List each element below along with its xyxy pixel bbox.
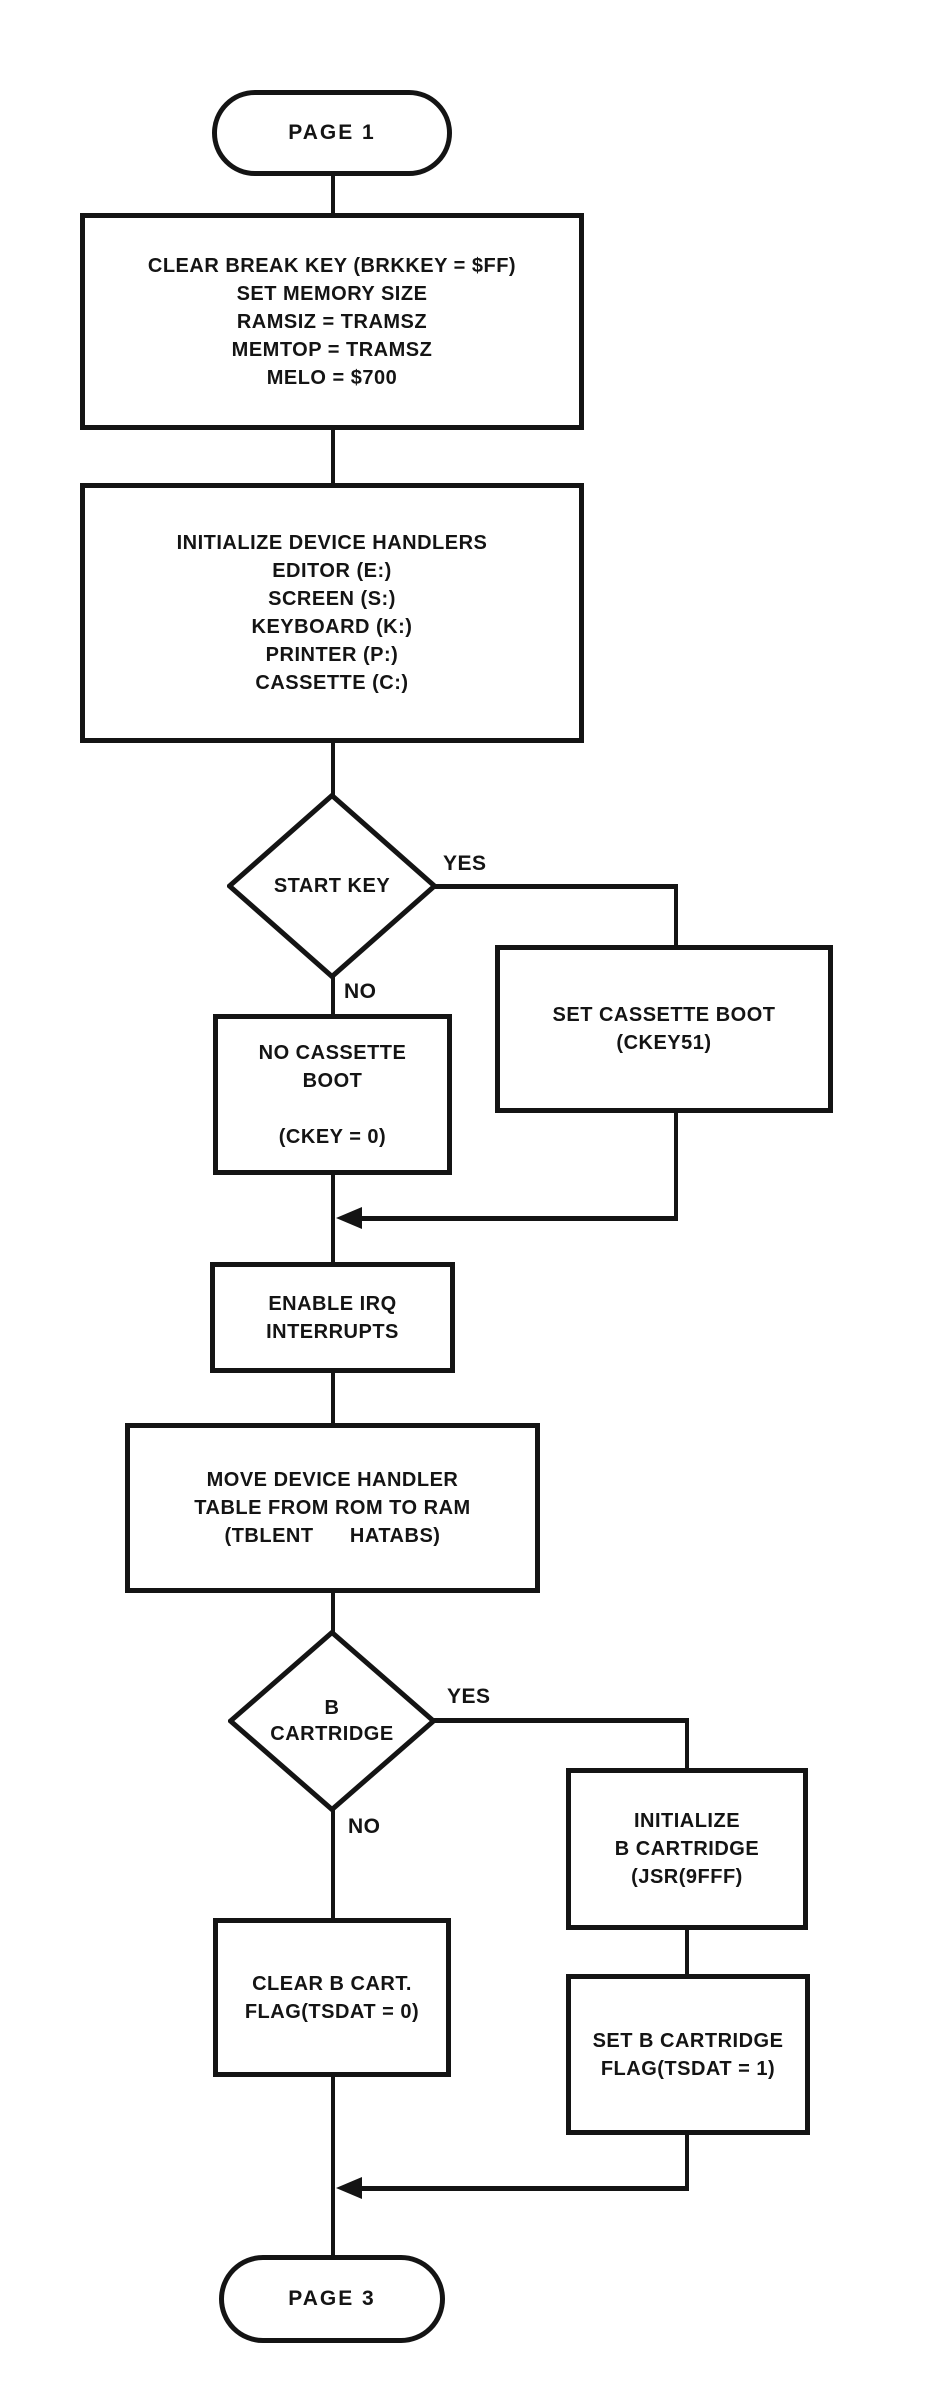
- connector-line-yes-b-cartridge: [685, 1718, 689, 1772]
- process-initialize-device-handlers: INITIALIZE DEVICE HANDLERS EDITOR (E:) S…: [80, 483, 584, 743]
- process-no-cassette-boot: NO CASSETTE BOOT (CKEY = 0): [213, 1014, 452, 1175]
- connector-line: [331, 1805, 335, 1923]
- terminal-page-3: PAGE 3: [219, 2255, 445, 2343]
- connector-line-yes-start-key: [430, 884, 678, 889]
- connector-line-yes-b-cartridge: [430, 1718, 689, 1723]
- process-set-cassette-boot: SET CASSETTE BOOT (CKEY51): [495, 945, 833, 1113]
- connector-line: [331, 2073, 335, 2260]
- connector-line: [331, 1589, 335, 1635]
- connector-line: [331, 972, 335, 1019]
- terminal-page-1: PAGE 1: [212, 90, 452, 176]
- connector-line: [331, 1171, 335, 1267]
- process-initialize-b-cartridge: INITIALIZE B CARTRIDGE (JSR(9FFF): [566, 1768, 808, 1930]
- process-clear-break-key-set-memory: CLEAR BREAK KEY (BRKKEY = $FF) SET MEMOR…: [80, 213, 584, 430]
- process-move-handler-table: MOVE DEVICE HANDLER TABLE FROM ROM TO RA…: [125, 1423, 540, 1593]
- decision-b-cartridge-label: B CARTRIDGE: [270, 1697, 394, 1745]
- decision-b-cartridge: B CARTRIDGE: [228, 1630, 436, 1812]
- decision-start-key-label: START KEY: [273, 875, 391, 897]
- connector-line: [685, 1926, 689, 1978]
- edge-label-no-start-key: NO: [344, 980, 377, 1003]
- decision-diamond-icon: [228, 1630, 436, 1812]
- connector-line-merge-cassette: [674, 1108, 678, 1220]
- connector-line-merge-b-cartridge: [358, 2186, 689, 2191]
- process-set-b-cartridge-flag: SET B CARTRIDGE FLAG(TSDAT = 1): [566, 1974, 810, 2135]
- connector-line-merge-b-cartridge: [685, 2131, 689, 2191]
- connector-line-merge-cassette: [358, 1216, 678, 1221]
- process-enable-irq-interrupts: ENABLE IRQ INTERRUPTS: [210, 1262, 455, 1373]
- edge-label-yes-b-cartridge: YES: [447, 1685, 491, 1708]
- decision-start-key: START KEY: [227, 793, 437, 979]
- merge-arrowhead-left-icon: [336, 1207, 362, 1229]
- merge-arrowhead-left-icon: [336, 2177, 362, 2199]
- connector-line-yes-start-key: [674, 884, 678, 950]
- connector-line: [331, 172, 335, 218]
- connector-line: [331, 1369, 335, 1428]
- edge-label-yes-start-key: YES: [443, 852, 487, 875]
- decision-diamond-icon: [227, 793, 437, 979]
- connector-line: [331, 739, 335, 799]
- connector-line: [331, 426, 335, 488]
- process-clear-b-cart-flag: CLEAR B CART. FLAG(TSDAT = 0): [213, 1918, 451, 2077]
- edge-label-no-b-cartridge: NO: [348, 1815, 381, 1838]
